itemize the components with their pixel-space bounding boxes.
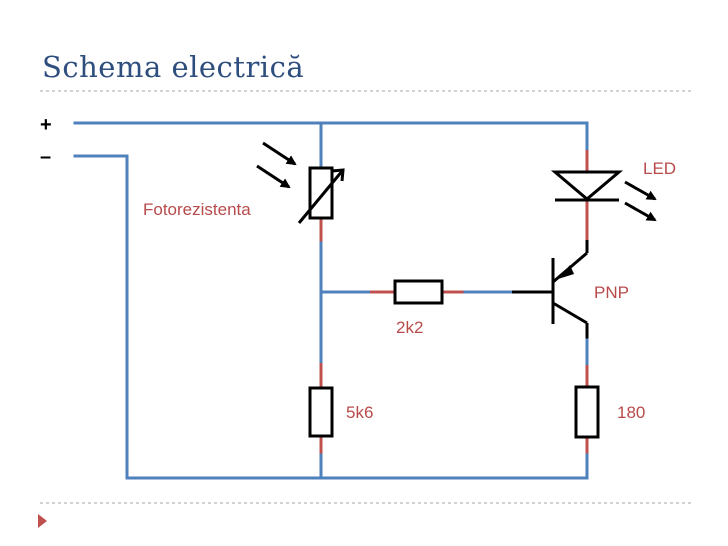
slide-title: Schema electrică: [42, 50, 305, 84]
light-ray-arrow-icon: [262, 141, 297, 166]
led-triangle: [550, 170, 624, 201]
photoresistor-variable-arrow: [297, 169, 345, 224]
negative-rail-wire: [73, 154, 589, 480]
emitted-light-arrow-icon: [624, 201, 657, 222]
led-resistor-body: [574, 385, 600, 439]
photoresistor-label: Fotorezistenta: [143, 200, 251, 219]
light-ray-arrow-icon: [256, 164, 291, 189]
plus-terminal-label: +: [40, 114, 52, 136]
emitter-arrow-icon: [558, 265, 574, 279]
base-resistor-label: 2k2: [396, 318, 423, 337]
photoresistor-arrow-tip: [331, 168, 345, 182]
transistor-label: PNP: [594, 283, 629, 302]
base-resistor-body: [393, 279, 444, 305]
photoresistor-body: [308, 166, 334, 220]
transistor-collector: [552, 301, 588, 325]
divider-resistor-label: 5k6: [346, 403, 373, 422]
emitted-light-arrow-icon: [624, 180, 657, 201]
divider-resistor-body: [308, 386, 334, 438]
led-resistor-label: 180: [617, 403, 645, 422]
led-label: LED: [643, 159, 676, 178]
triangle-bullet-icon: [38, 514, 47, 528]
positive-rail-wire: [73, 121, 589, 152]
minus-terminal-label: –: [40, 146, 51, 168]
